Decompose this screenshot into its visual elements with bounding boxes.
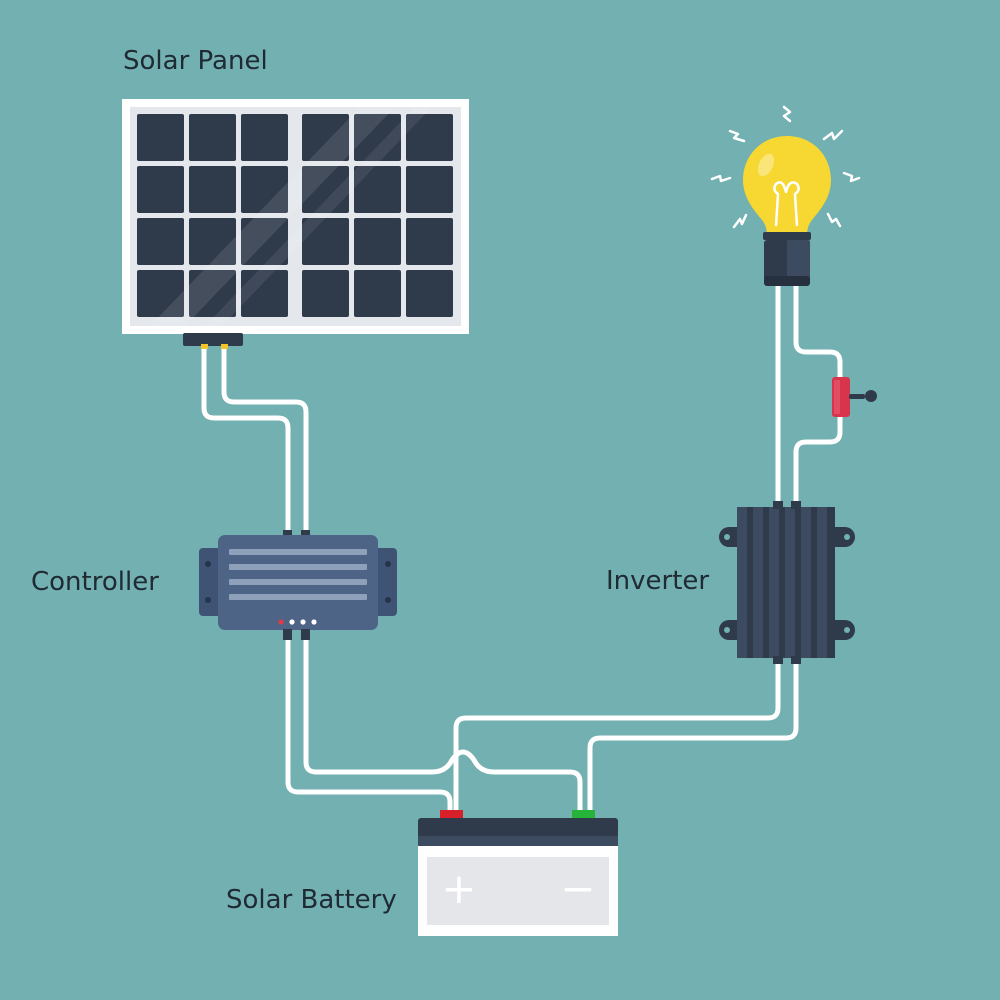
wire-controller-to-battery-positive xyxy=(303,635,583,815)
light-bulb-icon xyxy=(710,105,861,286)
panel-junction-box xyxy=(183,333,243,346)
controller-vents xyxy=(229,549,367,600)
panel-glare xyxy=(150,107,395,326)
wire-bulb-to-switch xyxy=(793,282,843,381)
wires xyxy=(201,282,843,815)
battery-terminal-negative xyxy=(572,810,595,820)
wire-panel-to-controller-b xyxy=(221,342,309,536)
inverter-icon xyxy=(719,501,855,664)
solar-panel-icon xyxy=(122,99,469,349)
toggle-switch-icon xyxy=(832,377,877,417)
wire-inverter-to-battery-positive xyxy=(453,657,781,815)
solar-battery-label: Solar Battery xyxy=(226,885,397,915)
battery-terminal-positive xyxy=(440,810,463,820)
controller-label: Controller xyxy=(31,567,159,597)
battery-negative-symbol: − xyxy=(560,864,595,913)
solar-panel-label: Solar Panel xyxy=(123,46,268,76)
controller-led-red xyxy=(278,619,284,625)
wire-controller-to-battery-negative xyxy=(285,635,453,815)
solar-cells xyxy=(137,114,453,317)
charge-controller-icon xyxy=(199,530,397,640)
bulb-rays xyxy=(710,105,861,229)
wire-switch-to-inverter xyxy=(793,413,843,508)
battery-positive-symbol: + xyxy=(441,864,476,913)
wire-panel-to-controller-a xyxy=(201,342,291,536)
panel-glare-2 xyxy=(205,107,432,326)
wire-inverter-to-battery-negative xyxy=(587,657,799,815)
battery-icon: + − xyxy=(418,810,618,936)
inverter-label: Inverter xyxy=(606,566,710,596)
inverter-fins xyxy=(737,507,827,658)
